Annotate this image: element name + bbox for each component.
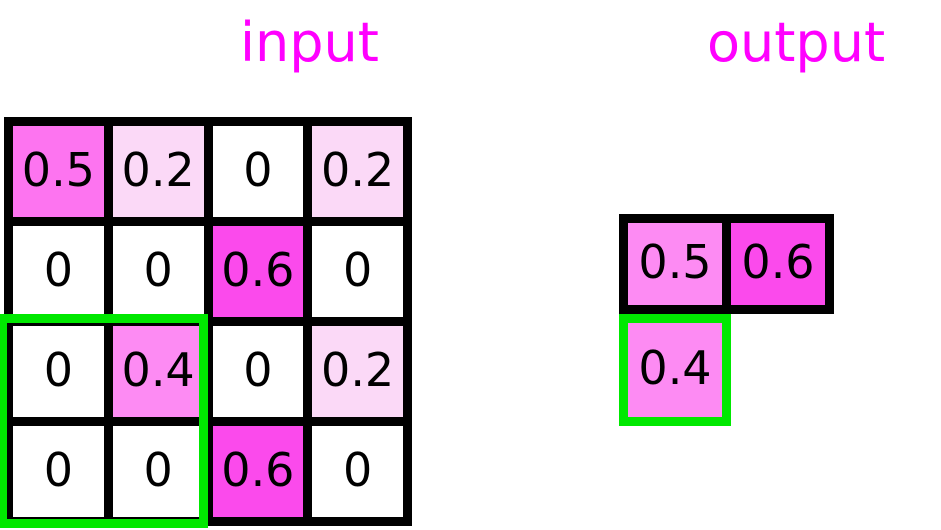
input-cell-value: 0 bbox=[243, 142, 273, 197]
output-cell: 0.5 bbox=[628, 223, 722, 305]
input-cell: 0.4 bbox=[112, 326, 204, 417]
input-cell-value: 0 bbox=[43, 442, 74, 497]
input-cell-value: 0.6 bbox=[221, 242, 295, 297]
input-cell-value: 0 bbox=[43, 342, 74, 397]
input-cell: 0 bbox=[13, 226, 104, 317]
input-cell: 0 bbox=[312, 226, 403, 317]
input-cell-value: 0 bbox=[143, 242, 173, 297]
input-cell-value: 0.5 bbox=[21, 142, 95, 197]
input-cell: 0.5 bbox=[13, 126, 104, 217]
input-cell: 0 bbox=[112, 226, 204, 317]
input-cell: 0.2 bbox=[312, 126, 403, 217]
input-title: input bbox=[240, 11, 379, 74]
input-cell-value: 0.6 bbox=[221, 442, 295, 497]
input-cell-value: 0 bbox=[43, 242, 74, 297]
output-cell-value: 0.4 bbox=[638, 341, 712, 395]
output-cell: 0.6 bbox=[731, 223, 825, 305]
input-cell-value: 0 bbox=[243, 342, 273, 397]
input-cell-value: 0 bbox=[342, 442, 373, 497]
input-cell-value: 0.2 bbox=[321, 142, 395, 197]
input-cell-value: 0.4 bbox=[121, 342, 195, 397]
output-title: output bbox=[707, 11, 886, 74]
input-cell: 0.6 bbox=[212, 426, 304, 517]
input-cell: 0 bbox=[13, 426, 104, 517]
input-cell-value: 0.2 bbox=[321, 342, 395, 397]
input-cell: 0 bbox=[312, 426, 403, 517]
input-cell-value: 0 bbox=[342, 242, 373, 297]
input-cell: 0 bbox=[212, 326, 304, 417]
output-cell: 0.4 bbox=[628, 323, 722, 417]
input-cell: 0.2 bbox=[312, 326, 403, 417]
input-matrix: 0.5 0.2 0 0.2 0 0 0.6 0 0 0.4 0 0.2 0 0 0.6 0 bbox=[4, 117, 412, 526]
input-cell: 0 bbox=[112, 426, 204, 517]
output-matrix-pending-cell: 0.4 bbox=[619, 314, 731, 426]
input-cell: 0.6 bbox=[212, 226, 304, 317]
output-cell-value: 0.6 bbox=[741, 235, 815, 289]
output-matrix: 0.5 0.6 bbox=[619, 214, 834, 314]
input-cell: 0 bbox=[212, 126, 304, 217]
output-cell-value: 0.5 bbox=[638, 235, 712, 289]
input-cell-value: 0 bbox=[143, 442, 173, 497]
input-cell: 0.2 bbox=[112, 126, 204, 217]
input-cell: 0 bbox=[13, 326, 104, 417]
input-cell-value: 0.2 bbox=[121, 142, 195, 197]
